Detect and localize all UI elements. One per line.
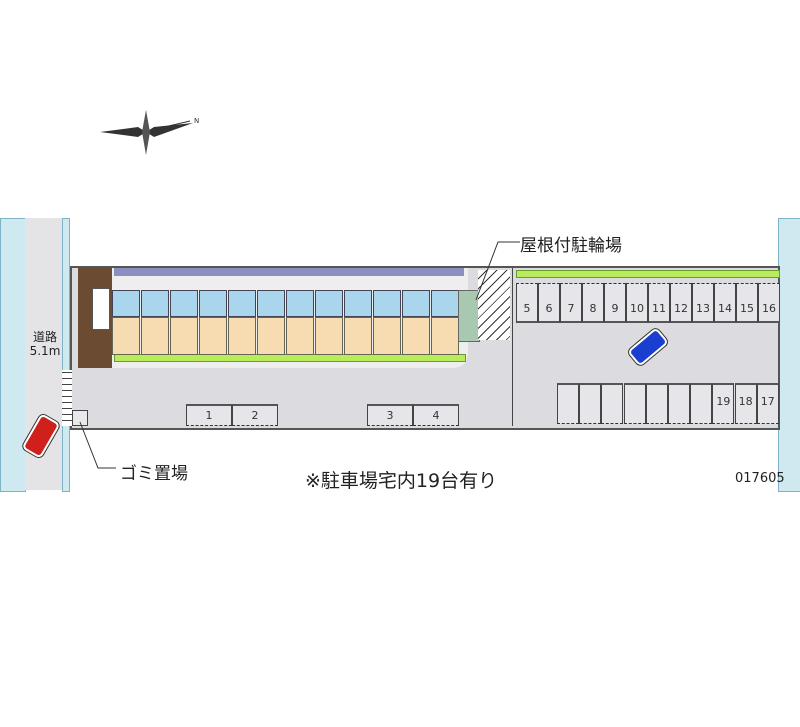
parking-spot: 7 — [560, 283, 582, 323]
parking-spot: 13 — [692, 283, 714, 323]
unit-balcony — [373, 290, 401, 317]
parking-spot — [668, 383, 690, 424]
road-edge-right — [778, 218, 800, 492]
parking-spot: 10 — [626, 283, 648, 323]
apartment-unit — [112, 290, 140, 355]
unit-room — [286, 317, 314, 355]
unit-balcony — [112, 290, 140, 317]
apartment-unit — [199, 290, 227, 355]
parking-spot — [579, 383, 602, 424]
unit-balcony — [431, 290, 459, 317]
unit-room — [402, 317, 430, 355]
unit-room — [257, 317, 285, 355]
road-edge-left — [0, 218, 26, 492]
parking-spot-4: 4 — [413, 404, 459, 426]
parking-spot — [690, 383, 713, 424]
garbage-label: ゴミ置場 — [120, 464, 188, 484]
hedge-top — [516, 270, 780, 278]
unit-room — [112, 317, 140, 355]
unit-balcony — [141, 290, 169, 317]
parking-spot: 19 — [712, 383, 735, 424]
unit-balcony — [170, 290, 198, 317]
parking-spot: 18 — [734, 383, 757, 424]
apartment-unit — [373, 290, 401, 355]
unit-room — [344, 317, 372, 355]
parking-spot: 16 — [758, 283, 780, 323]
road-width: 5.1m — [29, 344, 61, 358]
parking-spot-3: 3 — [367, 404, 413, 426]
unit-room — [199, 317, 227, 355]
garbage-leader — [79, 421, 116, 469]
apartment-unit — [228, 290, 256, 355]
parking-spot: 5 — [516, 283, 538, 323]
unit-balcony — [286, 290, 314, 317]
apartment-unit — [402, 290, 430, 355]
parking-spot — [645, 383, 668, 424]
parking-spot-2: 2 — [232, 404, 278, 426]
unit-balcony — [315, 290, 343, 317]
unit-balcony — [402, 290, 430, 317]
unit-room — [228, 317, 256, 355]
apartment-unit — [286, 290, 314, 355]
stairs — [92, 288, 110, 330]
unit-room — [315, 317, 343, 355]
apartment-unit — [315, 290, 343, 355]
garbage-area — [72, 410, 88, 426]
parking-spot: 12 — [670, 283, 692, 323]
parking-spot — [623, 383, 646, 424]
unit-balcony — [199, 290, 227, 317]
parking-spot: 8 — [582, 283, 604, 323]
north-label: N — [194, 117, 199, 125]
unit-room — [373, 317, 401, 355]
building-roof-edge — [114, 268, 464, 276]
parking-spot — [601, 383, 624, 424]
apartment-unit — [344, 290, 372, 355]
parking-spot — [557, 383, 579, 424]
parking-spot: 11 — [648, 283, 670, 323]
unit-balcony — [257, 290, 285, 317]
parking-spot: 17 — [756, 383, 779, 424]
bike-shelter-label: 屋根付駐輪場 — [520, 236, 622, 256]
apartment-unit — [170, 290, 198, 355]
inner-wall — [512, 268, 513, 426]
parking-spot-1: 1 — [186, 404, 232, 426]
road-edge — [62, 218, 70, 492]
parking-spot: 15 — [736, 283, 758, 323]
apartment-unit — [431, 290, 459, 355]
parking-spot: 14 — [714, 283, 736, 323]
parking-note: ※駐車場宅内19台有り — [305, 470, 498, 492]
unit-room — [141, 317, 169, 355]
unit-balcony — [344, 290, 372, 317]
parking-spot: 9 — [604, 283, 626, 323]
hedge — [114, 354, 466, 362]
apartment-unit — [257, 290, 285, 355]
apartment-unit — [141, 290, 169, 355]
compass-icon: N — [100, 110, 199, 155]
unit-room — [170, 317, 198, 355]
unit-balcony — [228, 290, 256, 317]
entrance-steps — [62, 370, 72, 426]
bike-shelter-leader — [475, 241, 520, 301]
parking-spot: 6 — [538, 283, 560, 323]
property-id: 017605 — [735, 471, 785, 486]
road-name: 道路 — [32, 330, 57, 344]
road-label: 道路 5.1m — [27, 330, 63, 358]
unit-room — [431, 317, 459, 355]
